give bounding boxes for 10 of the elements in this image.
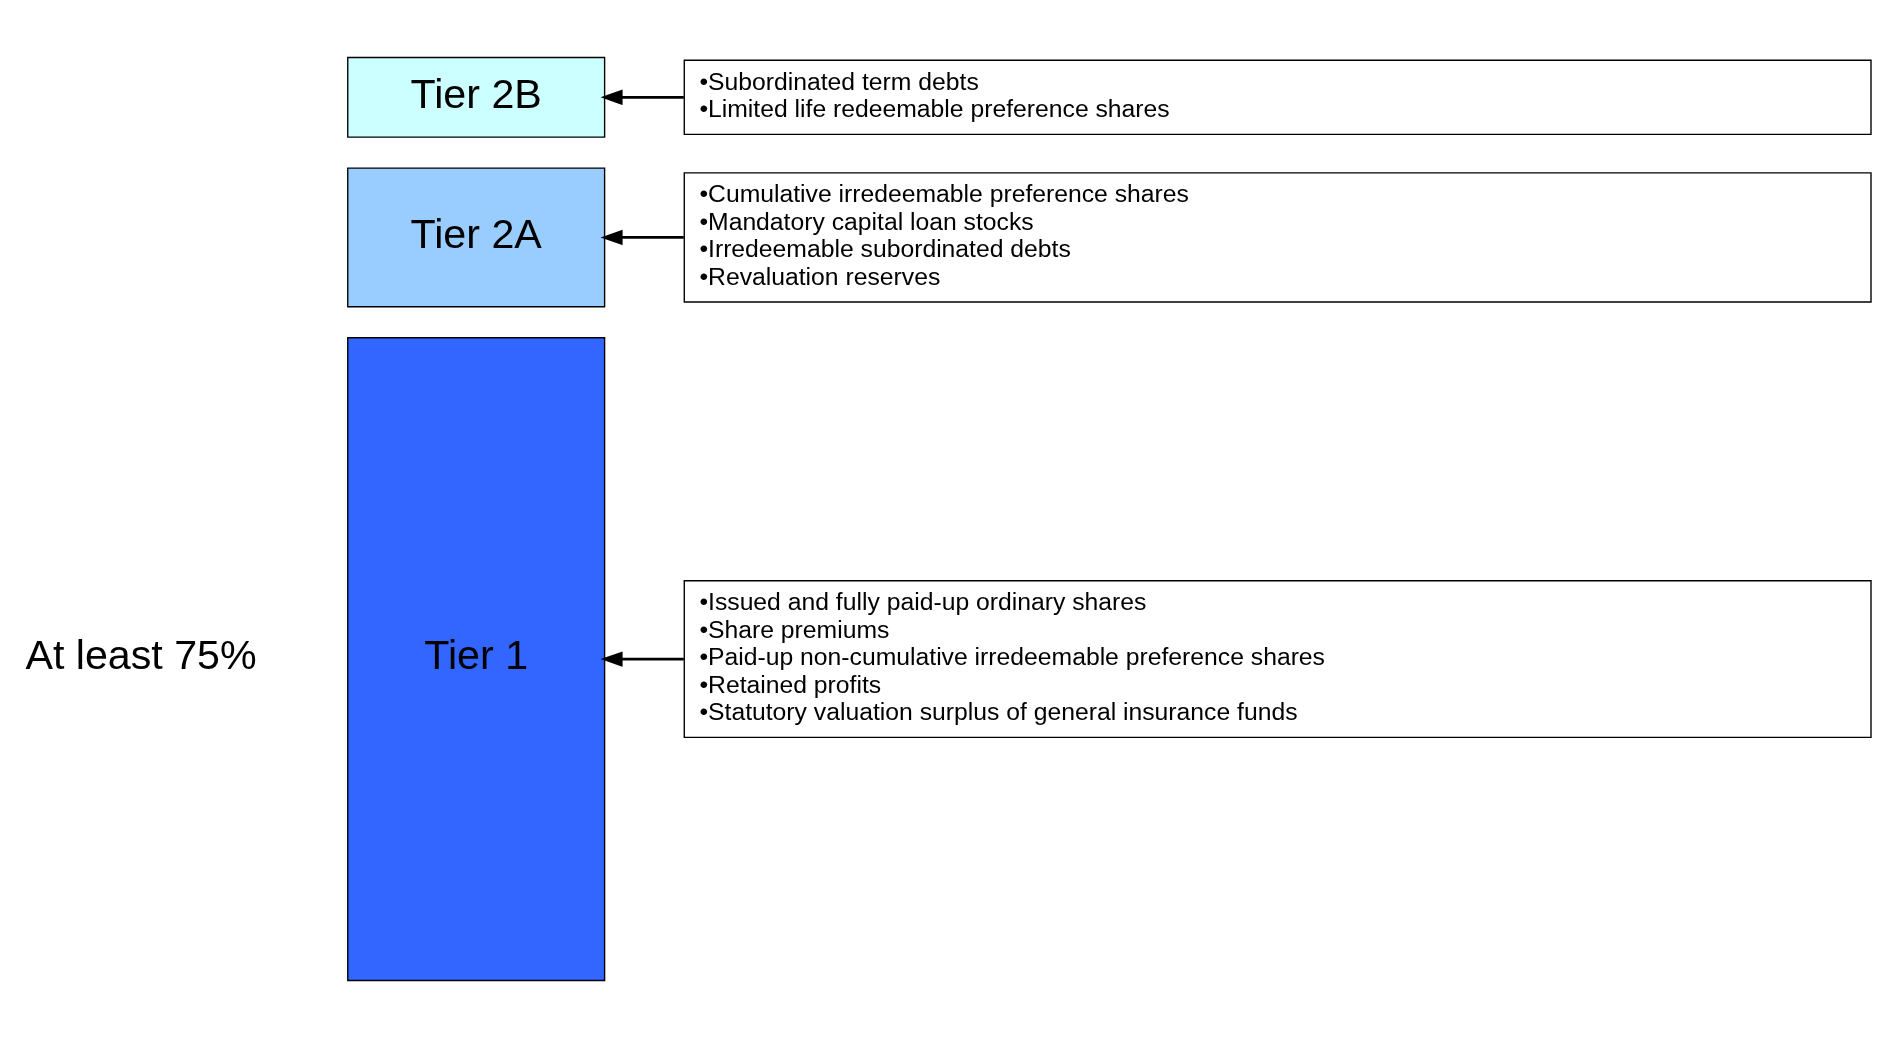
node-box: •Cumulative irredeemable preference shares •Mandatory capital loan stocks •Irredeemable subordinated debts •Revaluation reserves xyxy=(683,171,1872,303)
node-box: Tier 1 xyxy=(347,336,606,981)
node-box: •Subordinated term debts •Limited life redeemable preference shares xyxy=(683,59,1872,135)
node-box: •Issued and fully paid-up ordinary shares •Share premiums •Paid-up non-cumulative irredeemable preference shares •Retained profits •Statutory valuation surplus of general insurance funds xyxy=(683,579,1872,738)
arrow xyxy=(600,229,684,245)
node-box: Tier 2A xyxy=(347,166,606,307)
node-box: Tier 2B xyxy=(347,56,606,138)
arrow xyxy=(600,650,684,667)
arrow xyxy=(600,89,684,105)
label: At least 75% xyxy=(25,631,257,678)
